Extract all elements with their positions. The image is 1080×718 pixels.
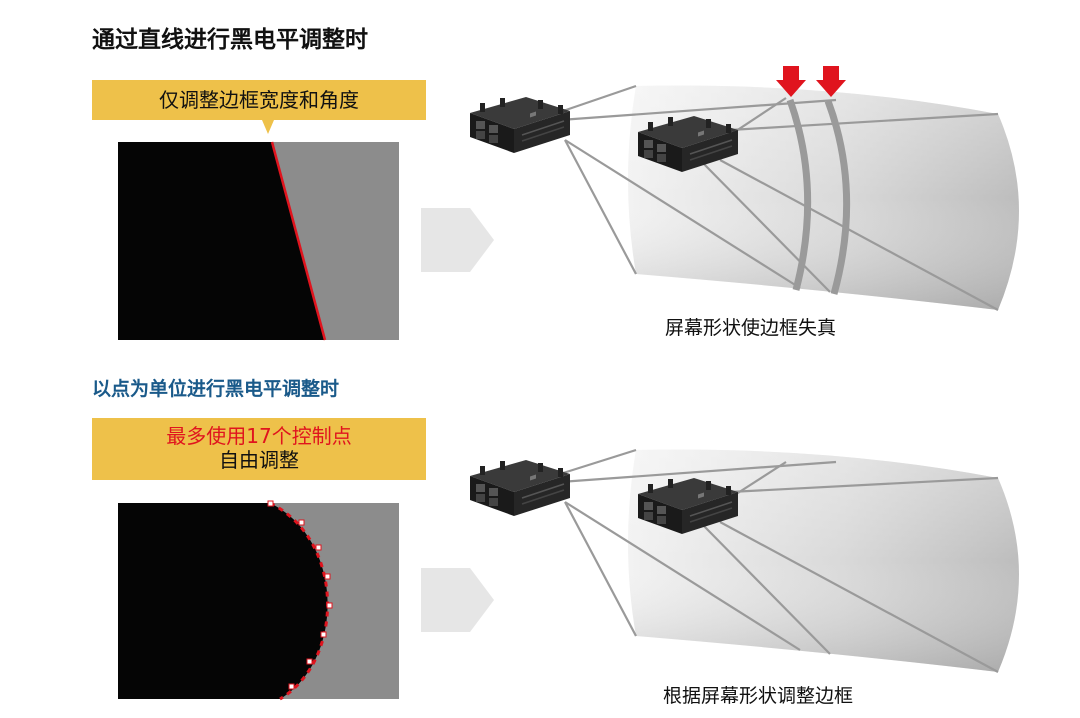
screen-point-edge bbox=[118, 500, 399, 701]
section-2-callout-line-1: 最多使用17个控制点 bbox=[166, 424, 352, 448]
projector-icon bbox=[469, 96, 571, 154]
section-2-callout: 最多使用17个控制点 自由调整 bbox=[92, 418, 426, 480]
callout-pointer bbox=[262, 120, 274, 134]
arrow-right-icon bbox=[421, 568, 494, 632]
arrow-right-icon bbox=[421, 208, 494, 272]
section-2-caption: 根据屏幕形状调整边框 bbox=[663, 685, 854, 707]
projector-icon bbox=[469, 459, 571, 517]
projection-beams-1 bbox=[559, 84, 999, 311]
section-2-title: 以点为单位进行黑电平调整时 bbox=[92, 378, 340, 400]
screen-straight-edge bbox=[118, 141, 399, 341]
section-1-title: 通过直线进行黑电平调整时 bbox=[92, 27, 368, 53]
down-arrow-marker-icon bbox=[776, 66, 806, 97]
projection-beams-2 bbox=[559, 448, 999, 673]
section-1-callout-text: 仅调整边框宽度和角度 bbox=[159, 88, 359, 112]
section-1-callout: 仅调整边框宽度和角度 bbox=[92, 80, 426, 134]
section-2-callout-line-2: 自由调整 bbox=[219, 448, 299, 472]
control-points bbox=[267, 500, 333, 690]
down-arrow-marker-icon bbox=[816, 66, 846, 97]
section-1-caption: 屏幕形状使边框失真 bbox=[665, 317, 837, 339]
